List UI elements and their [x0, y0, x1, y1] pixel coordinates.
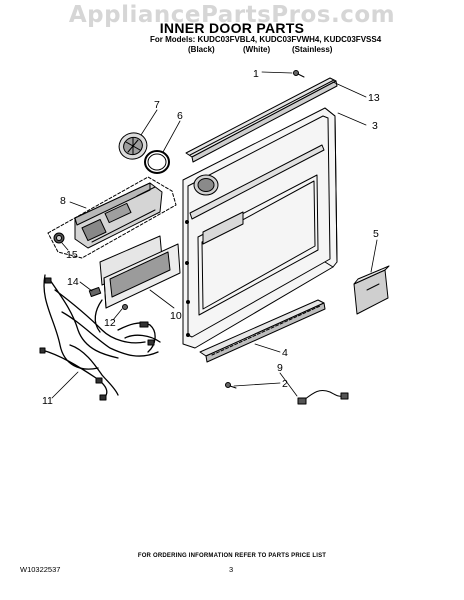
callout-13: 13 — [368, 92, 380, 104]
callout-5: 5 — [373, 228, 379, 240]
top-trim-strip — [185, 77, 338, 163]
callout-8: 8 — [60, 195, 66, 207]
small-knob — [53, 232, 65, 244]
watermark: AppliancePartsPros.com — [68, 2, 396, 28]
callout-10: 10 — [170, 310, 182, 322]
wire-connector — [297, 389, 349, 405]
gasket-ring — [144, 150, 170, 174]
variant-white: (White) — [243, 45, 271, 54]
side-bracket — [353, 265, 390, 315]
screw-2 — [225, 382, 237, 389]
callout-7: 7 — [154, 99, 160, 111]
page-title: INNER DOOR PARTS — [159, 20, 305, 36]
callout-6: 6 — [177, 110, 183, 122]
callout-4: 4 — [282, 347, 288, 359]
callout-11: 11 — [42, 395, 53, 407]
callout-1: 1 — [253, 68, 259, 80]
detergent-dispenser — [47, 176, 177, 259]
variant-stainless: (Stainless) — [292, 45, 333, 54]
harness-connector — [88, 286, 102, 298]
inner-door-panel — [182, 107, 338, 349]
page-number: 3 — [229, 565, 234, 574]
screw-1 — [293, 70, 305, 78]
callout-3: 3 — [372, 120, 378, 132]
callout-14: 14 — [67, 276, 79, 288]
control-board — [99, 235, 181, 309]
callout-9: 9 — [277, 362, 283, 374]
callout-2: 2 — [282, 378, 288, 390]
callout-12: 12 — [104, 317, 116, 329]
leader-lines — [51, 71, 378, 399]
ordering-note: FOR ORDERING INFORMATION REFER TO PARTS … — [137, 553, 327, 559]
screw-12 — [122, 304, 128, 310]
callout-15: 15 — [66, 249, 78, 261]
bottom-trim-strip — [199, 299, 326, 363]
models-line: For Models: KUDC03FVBL4, KUDC03FVWH4, KU… — [150, 35, 382, 44]
document-number: W10322537 — [20, 565, 61, 574]
variant-black: (Black) — [188, 45, 215, 54]
harness-connectors — [39, 277, 155, 401]
dispenser-cap — [118, 132, 148, 160]
